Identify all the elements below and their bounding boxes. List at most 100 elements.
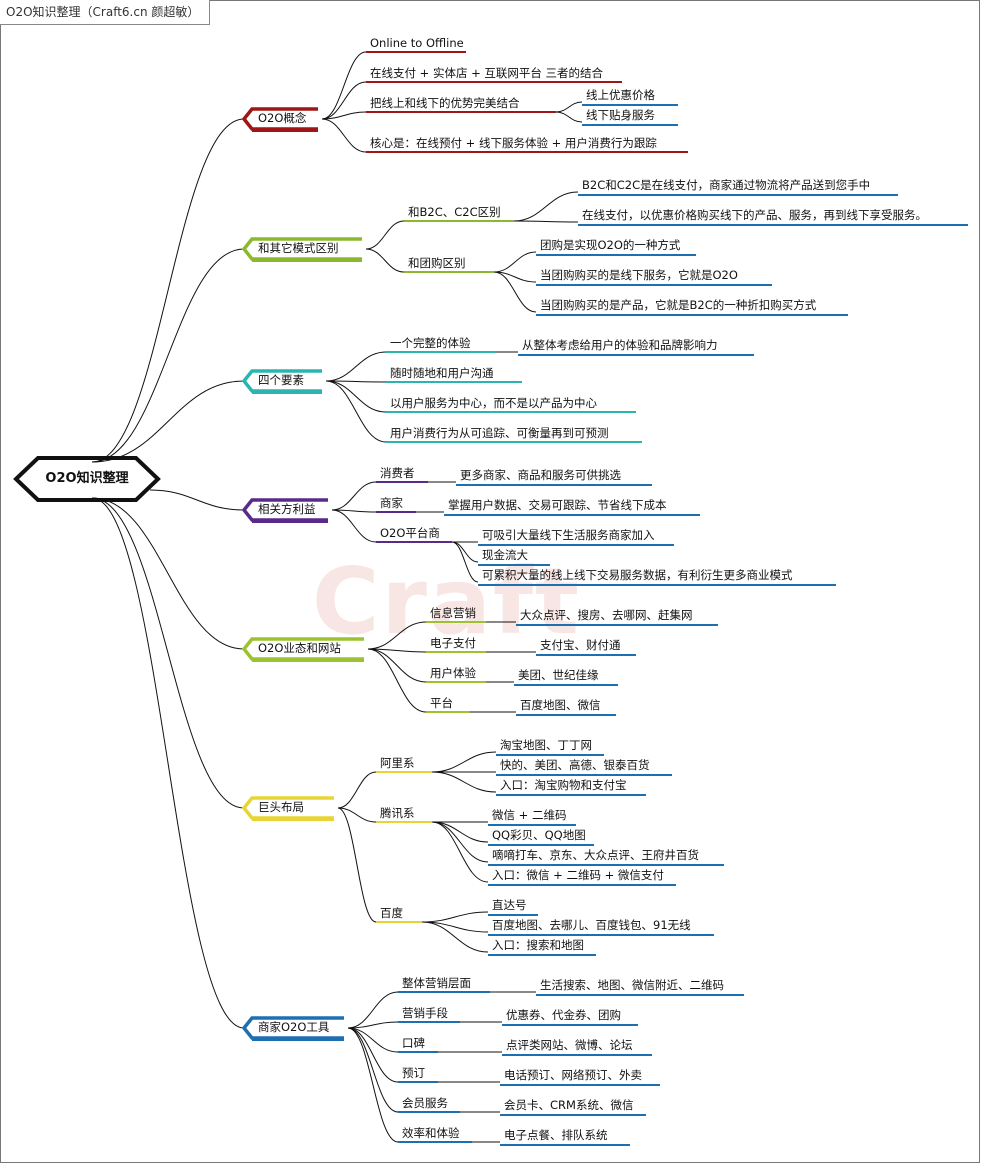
branch-connector xyxy=(365,248,405,273)
subtopic-connector xyxy=(555,111,583,123)
subtopic-label: 微信 + 二维码 xyxy=(492,808,567,822)
subtopic-label: 线上优惠价格 xyxy=(586,88,655,102)
subtopic-label: 可累积大量的线上线下交易服务数据，有利衍生更多商业模式 xyxy=(482,568,793,582)
topic-label: 用户体验 xyxy=(430,666,476,680)
topic-label: 平台 xyxy=(430,696,453,710)
subtopic-connector xyxy=(431,751,497,773)
subtopic-label: 百度地图、去哪儿、百度钱包、91无线 xyxy=(492,918,691,932)
topic-label: 效率和体验 xyxy=(402,1126,460,1140)
subtopic-label: 从整体考虑给用户的体验和品牌影响力 xyxy=(522,338,718,352)
branch-connector xyxy=(347,1027,399,1053)
subtopic-label: 掌握用户数据、交易可跟踪、节省线下成本 xyxy=(448,498,667,512)
branch-node-frame xyxy=(241,637,364,661)
subtopic-label: 支付宝、财付通 xyxy=(540,638,621,652)
branch-node-frame xyxy=(241,1016,344,1040)
subtopic-connector xyxy=(431,821,489,863)
branch-connector xyxy=(337,807,377,823)
topic-label: 商家 xyxy=(380,496,403,510)
subtopic-label: 优惠券、代金券、团购 xyxy=(506,1008,621,1022)
subtopic-connector xyxy=(493,271,537,313)
branch-connector xyxy=(367,648,427,683)
branch-connector xyxy=(325,380,387,383)
branch-connector xyxy=(367,648,427,653)
branch-connector xyxy=(347,1021,399,1029)
subtopic-label: 在线支付，以优惠价格购买线下的产品、服务，再到线下享受服务。 xyxy=(582,208,927,222)
subtopic-label: 大众点评、搜房、去哪网、赶集网 xyxy=(520,608,693,622)
subtopic-label: 点评类网站、微博、论坛 xyxy=(506,1038,633,1052)
branch-connector xyxy=(325,380,387,443)
subtopic-connector xyxy=(451,541,479,563)
subtopic-connector xyxy=(451,541,479,583)
subtopic-label: 入口：淘宝购物和支付宝 xyxy=(500,778,627,792)
branch-label: 和其它模式区别 xyxy=(258,241,339,255)
subtopic-label: 直达号 xyxy=(492,898,527,912)
subtopic-connector xyxy=(555,101,583,113)
branch-connector xyxy=(347,1027,399,1083)
topic-label: 阿里系 xyxy=(380,756,415,770)
topic-label: 口碑 xyxy=(402,1036,425,1050)
root-to-branch-connector xyxy=(91,497,245,1029)
topic-label: O2O平台商 xyxy=(380,526,440,540)
branch-label: 相关方利益 xyxy=(258,502,316,516)
subtopic-connector xyxy=(493,251,537,273)
branch-node-frame xyxy=(241,107,318,131)
subtopic-label: 入口：搜索和地图 xyxy=(492,938,584,952)
subtopic-label: 当团购购买的是产品，它就是B2C的一种折扣购买方式 xyxy=(540,298,817,312)
topic-label: 整体营销层面 xyxy=(402,976,471,990)
topic-label: Online to Offline xyxy=(370,36,464,50)
root-to-branch-connector xyxy=(91,248,245,463)
subtopic-connector xyxy=(431,771,497,793)
topic-label: 信息营销 xyxy=(430,606,476,620)
topic-label: 在线支付 + 实体店 + 互联网平台 三者的结合 xyxy=(370,66,604,80)
subtopic-label: 入口：微信 + 二维码 + 微信支付 xyxy=(492,868,664,882)
branch-label: 商家O2O工具 xyxy=(258,1020,330,1034)
subtopic-label: 快的、美团、高德、银泰百货 xyxy=(500,758,650,772)
subtopic-label: 美团、世纪佳缘 xyxy=(518,668,599,682)
branch-connector xyxy=(331,509,377,543)
topic-label: 把线上和线下的优势完美结合 xyxy=(370,96,520,110)
topic-label: 百度 xyxy=(380,906,403,920)
subtopic-label: 可吸引大量线下生活服务商家加入 xyxy=(482,528,655,542)
subtopic-connector xyxy=(431,821,489,883)
root-to-branch-connector xyxy=(91,380,245,463)
root-node-shape xyxy=(13,456,161,502)
topic-label: 随时随地和用户沟通 xyxy=(390,366,494,380)
branch-node-frame xyxy=(241,498,328,522)
subtopic-label: QQ彩贝、QQ地图 xyxy=(492,828,586,842)
root-to-branch-connector xyxy=(91,497,245,809)
branch-label: 巨头布局 xyxy=(258,800,304,814)
subtopic-label: 嘀嘀打车、京东、大众点评、王府井百货 xyxy=(492,848,699,862)
branch-connector xyxy=(347,1027,399,1143)
topic-label: 以用户服务为中心，而不是以产品为中心 xyxy=(390,396,597,410)
branch-connector xyxy=(337,771,377,809)
subtopic-label: 百度地图、微信 xyxy=(520,698,601,712)
topic-label: 营销手段 xyxy=(402,1006,448,1020)
subtopic-label: 电子点餐、排队系统 xyxy=(504,1128,608,1142)
branch-connector xyxy=(337,807,377,923)
subtopic-label: 生活搜索、地图、微信附近、二维码 xyxy=(540,978,724,992)
subtopic-label: 会员卡、CRM系统、微信 xyxy=(504,1098,634,1112)
topic-label: 会员服务 xyxy=(402,1096,448,1110)
topic-label: 和团购区别 xyxy=(408,256,466,270)
topic-label: 消费者 xyxy=(380,466,415,480)
subtopic-connector xyxy=(513,191,579,222)
branch-connector xyxy=(321,118,367,153)
branch-node-frame xyxy=(241,237,362,261)
page-title: O2O知识整理（Craft6.cn 颜超敏） xyxy=(0,0,211,25)
branch-connector xyxy=(331,481,377,511)
branch-connector xyxy=(365,220,405,250)
topic-label: 和B2C、C2C区别 xyxy=(408,205,501,219)
topic-label: 核心是：在线预付 + 线下服务体验 + 用户消费行为跟踪 xyxy=(370,136,657,150)
branch-label: 四个要素 xyxy=(258,373,304,387)
branch-label: O2O概念 xyxy=(258,111,307,125)
branch-connector xyxy=(331,509,377,513)
root-to-branch-connector xyxy=(91,118,245,463)
root-to-branch-connector xyxy=(149,489,245,511)
branch-connector xyxy=(367,621,427,650)
branch-label: O2O业态和网站 xyxy=(258,641,341,655)
branch-connector xyxy=(325,351,387,382)
branch-connector xyxy=(347,991,399,1029)
subtopic-label: 更多商家、商品和服务可供挑选 xyxy=(460,468,621,482)
